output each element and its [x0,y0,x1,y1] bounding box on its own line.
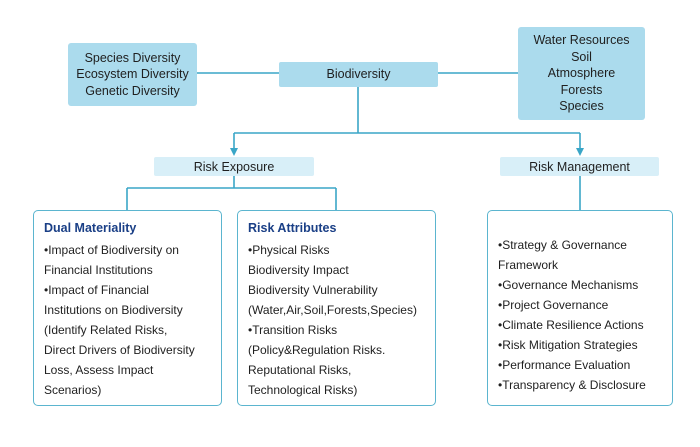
risk-attributes-line: Reputational Risks, [248,363,352,377]
management-action-line: •Strategy & Governance [498,238,627,252]
risk-exposure-node: Risk Exposure [154,157,314,176]
resource-line: Species [559,99,604,114]
risk-attributes-line: •Transition Risks [248,323,338,337]
management-action-line: •Transparency & Disclosure [498,378,646,392]
resource-line: Soil [571,49,592,64]
management-action-line: Framework [498,258,559,272]
dual-materiality-line: Institutions on Biodiversity [44,303,183,317]
resource-line: Atmosphere [547,66,616,81]
risk-attributes-line: (Policy&Regulation Risks. [248,343,386,357]
dual-materiality-line: Financial Institutions [44,263,153,277]
risk-attributes-box: Risk Attributes •Physical Risks Biodiver… [237,210,436,406]
risk-management-label: Risk Management [529,159,630,174]
diversity-box: Species Diversity Ecosystem Diversity Ge… [68,43,197,106]
management-action-line: •Project Governance [498,298,609,312]
diversity-line: Genetic Diversity [85,83,180,98]
dual-materiality-line: •Impact of Financial [44,283,149,297]
resource-line: Water Resources [533,33,630,48]
diversity-line: Ecosystem Diversity [76,67,189,82]
dual-materiality-line: (Identify Related Risks, [44,323,168,337]
biodiversity-node: Biodiversity [279,62,438,87]
dual-materiality-box: Dual Materiality •Impact of Biodiversity… [33,210,222,406]
dual-materiality-line: •Impact of Biodiversity on [44,243,179,257]
risk-attributes-line: Biodiversity Impact [248,263,349,277]
dual-materiality-line: Scenarios) [44,383,102,397]
dual-materiality-title: Dual Materiality [44,221,137,235]
management-actions-box: •Strategy & Governance Framework •Govern… [487,210,673,406]
risk-attributes-line: Biodiversity Vulnerability [248,283,378,297]
resources-box: Water Resources Soil Atmosphere Forests … [518,27,645,120]
risk-attributes-line: Technological Risks) [248,383,358,397]
risk-exposure-label: Risk Exposure [193,159,275,174]
risk-attributes-line: •Physical Risks [248,243,330,257]
management-action-line: •Climate Resilience Actions [498,318,644,332]
management-action-line: •Risk Mitigation Strategies [498,338,638,352]
risk-attributes-line: (Water,Air,Soil,Forests,Species) [248,303,417,317]
risk-attributes-title: Risk Attributes [248,221,337,235]
biodiversity-label: Biodiversity [326,67,391,82]
risk-management-node: Risk Management [500,157,659,176]
resource-line: Forests [560,82,603,97]
dual-materiality-line: Loss, Assess Impact [44,363,154,377]
management-action-line: •Performance Evaluation [498,358,631,372]
management-action-line: •Governance Mechanisms [498,278,639,292]
dual-materiality-line: Direct Drivers of Biodiversity [44,343,195,357]
diversity-line: Species Diversity [84,50,181,65]
